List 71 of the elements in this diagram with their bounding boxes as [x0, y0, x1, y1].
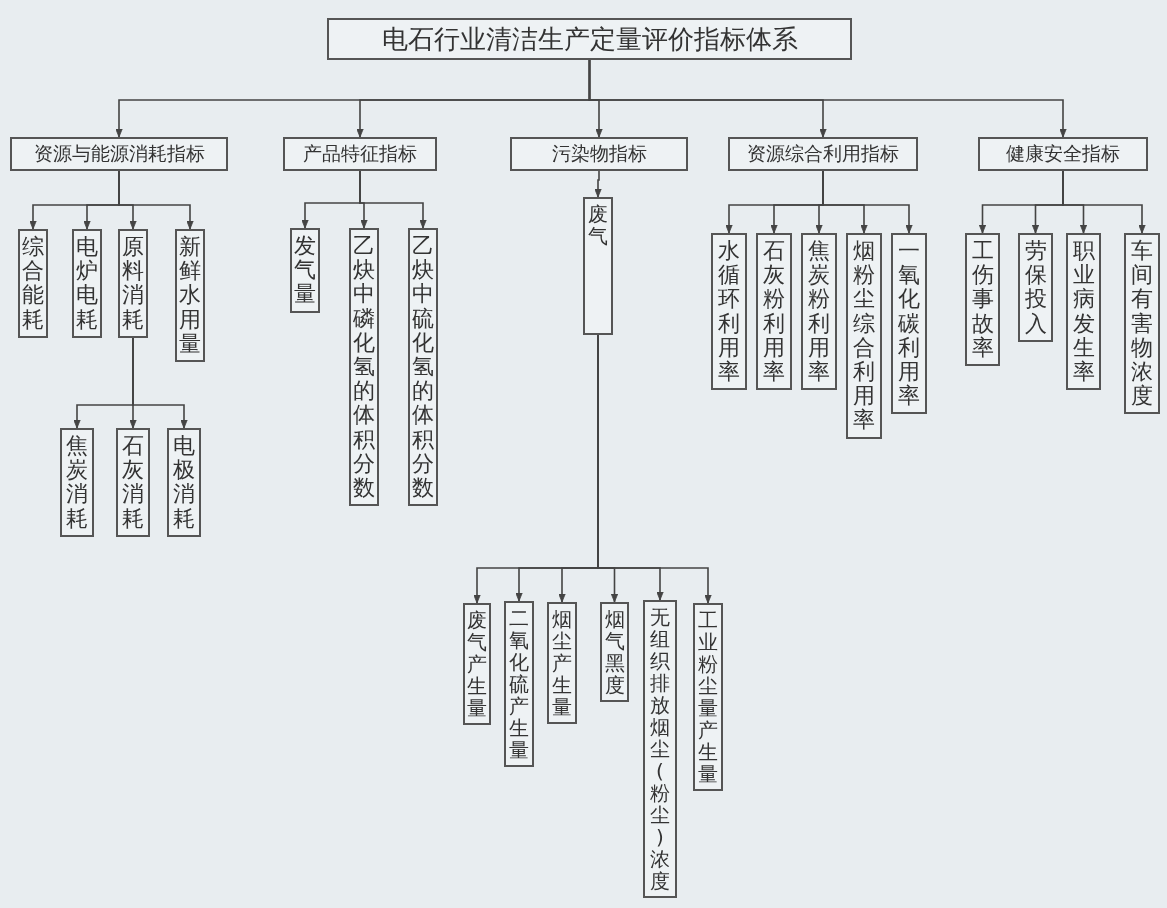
indicator-box — [463, 603, 491, 725]
indicator-label: 烟尘产生量 — [552, 608, 572, 718]
indicator-box — [290, 228, 320, 313]
indicator-label: 无组织排放烟尘(粉尘)浓度 — [650, 606, 670, 892]
arrow — [1062, 170, 1146, 234]
arrow — [594, 170, 602, 198]
indicator-box — [600, 602, 629, 702]
indicator-label: 工伤事故率 — [971, 239, 994, 360]
indicator-box — [693, 603, 723, 791]
indicator-box — [18, 229, 48, 338]
root-label: 电石行业清洁生产定量评价指标体系 — [381, 22, 798, 56]
indicator-label: 水循环利用率 — [718, 239, 740, 385]
category-label: 产品特征指标 — [303, 141, 417, 166]
indicator-box — [846, 233, 882, 439]
indicator-box — [118, 229, 148, 338]
indicator-label: 乙炔中硫化氢的体积分数 — [412, 234, 434, 501]
indicator-box — [801, 233, 837, 391]
indicator-box — [175, 229, 205, 362]
indicator-label: 发气量 — [294, 234, 316, 307]
indicator-box — [547, 602, 577, 724]
indicator-label: 职业病发生率 — [1072, 239, 1095, 385]
indicator-box — [583, 197, 613, 335]
indicator-label: 电极消耗 — [173, 434, 195, 531]
category-label: 污染物指标 — [551, 141, 647, 166]
category-label: 资源与能源消耗指标 — [33, 141, 205, 166]
title-box — [327, 18, 852, 60]
indicator-label: 石灰粉利用率 — [763, 239, 785, 385]
indicator-box — [504, 601, 534, 767]
indicator-label: 烟气黑度 — [604, 608, 625, 696]
category-box — [978, 137, 1148, 171]
category-box — [728, 137, 918, 171]
category-label: 健康安全指标 — [1006, 141, 1120, 166]
arrow — [118, 170, 194, 230]
indicator-box — [711, 233, 747, 391]
indicator-label: 石灰消耗 — [122, 434, 144, 531]
indicator-label: 一氧化碳利用率 — [898, 239, 920, 409]
indicator-label: 车间有害物浓度 — [1131, 239, 1153, 409]
indicator-label: 综合能耗 — [22, 235, 44, 332]
indicator-label: 废气产生量 — [467, 609, 487, 719]
indicator-label: 二氧化硫产生量 — [509, 607, 529, 761]
category-label: 资源综合利用指标 — [747, 141, 899, 166]
category-box — [510, 137, 688, 171]
indicator-label: 电炉电耗 — [76, 235, 98, 332]
indicator-box — [1066, 233, 1101, 391]
indicator-label: 乙炔中磷化氢的体积分数 — [353, 234, 375, 501]
indicator-box — [408, 228, 438, 507]
indicator-label: 工业粉尘量产生量 — [698, 609, 718, 785]
indicator-box — [965, 233, 1000, 366]
arrow — [132, 336, 188, 429]
indicator-label: 劳保投入 — [1024, 239, 1047, 336]
indicator-label: 废气 — [588, 203, 608, 250]
indicator-label: 原料消耗 — [122, 235, 144, 332]
arrow — [588, 59, 1067, 138]
indicator-label: 焦炭消耗 — [66, 434, 88, 531]
indicator-label: 新鲜水用量 — [179, 235, 201, 356]
arrow — [822, 170, 913, 234]
indicator-box — [167, 428, 201, 537]
indicator-box — [60, 428, 94, 537]
indicator-label: 焦炭粉利用率 — [808, 239, 830, 385]
indicator-box — [891, 233, 927, 415]
indicator-box — [1124, 233, 1160, 415]
arrow — [359, 170, 427, 229]
category-box — [283, 137, 437, 171]
indicator-label: 烟粉尘综合利用率 — [853, 239, 875, 433]
indicator-box — [116, 428, 150, 537]
indicator-box — [756, 233, 792, 391]
indicator-box — [643, 600, 677, 898]
indicator-box — [349, 228, 379, 507]
indicator-box — [1018, 233, 1053, 342]
indicator-box — [72, 229, 102, 338]
category-box — [10, 137, 228, 171]
